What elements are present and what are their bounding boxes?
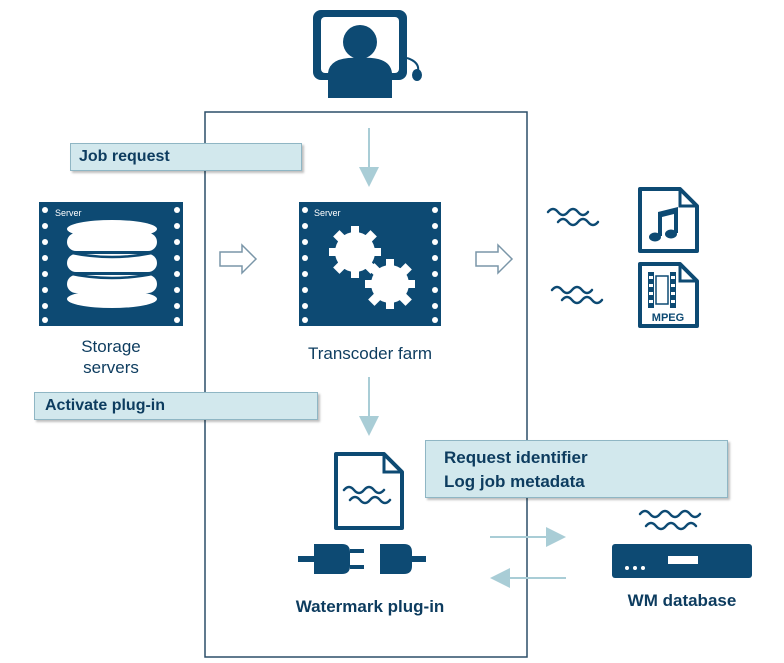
process-boundary bbox=[204, 111, 528, 658]
gear-icon bbox=[329, 226, 381, 278]
storage-caption-line2: servers bbox=[83, 358, 139, 377]
activate-plugin-band: Activate plug-in bbox=[34, 392, 318, 420]
storage-caption-line1: Storage bbox=[81, 337, 141, 356]
activate-plugin-label: Activate plug-in bbox=[45, 397, 166, 414]
transcoder-server-icon bbox=[299, 202, 441, 326]
plug-connector-icon bbox=[298, 544, 426, 574]
watermark-plugin-caption: Watermark plug-in bbox=[295, 597, 445, 616]
mpeg-file-tag: MPEG bbox=[652, 312, 684, 324]
audio-file-icon bbox=[638, 187, 699, 253]
database-device-icon bbox=[612, 544, 752, 578]
wave-icon bbox=[342, 485, 392, 505]
arrow-transcoder-to-outputs bbox=[475, 243, 514, 275]
transcoder-server-tag: Server bbox=[314, 208, 341, 218]
film-strip-icon bbox=[648, 272, 676, 308]
storage-server-icon bbox=[39, 202, 183, 326]
request-band: Request identifier Log job metadata bbox=[425, 440, 728, 498]
wave-icon bbox=[638, 509, 702, 531]
user-monitor-icon bbox=[313, 10, 422, 98]
wave-icon bbox=[546, 207, 600, 227]
request-identifier-label: Request identifier bbox=[444, 448, 588, 467]
job-request-label: Job request bbox=[79, 148, 170, 165]
mpeg-file-icon bbox=[638, 262, 699, 328]
wm-database-caption: WM database bbox=[627, 591, 737, 610]
music-note-icon bbox=[649, 207, 678, 242]
storage-servers-caption: Storage servers bbox=[40, 336, 182, 378]
log-job-metadata-label: Log job metadata bbox=[444, 472, 585, 491]
arrow-storage-to-transcoder bbox=[219, 243, 258, 275]
storage-server-tag: Server bbox=[55, 208, 82, 218]
wave-icon bbox=[550, 285, 604, 305]
gear-icon bbox=[365, 259, 415, 309]
watermark-document-icon bbox=[334, 452, 404, 530]
job-request-band: Job request bbox=[70, 143, 302, 171]
transcoder-farm-caption: Transcoder farm bbox=[307, 344, 433, 363]
